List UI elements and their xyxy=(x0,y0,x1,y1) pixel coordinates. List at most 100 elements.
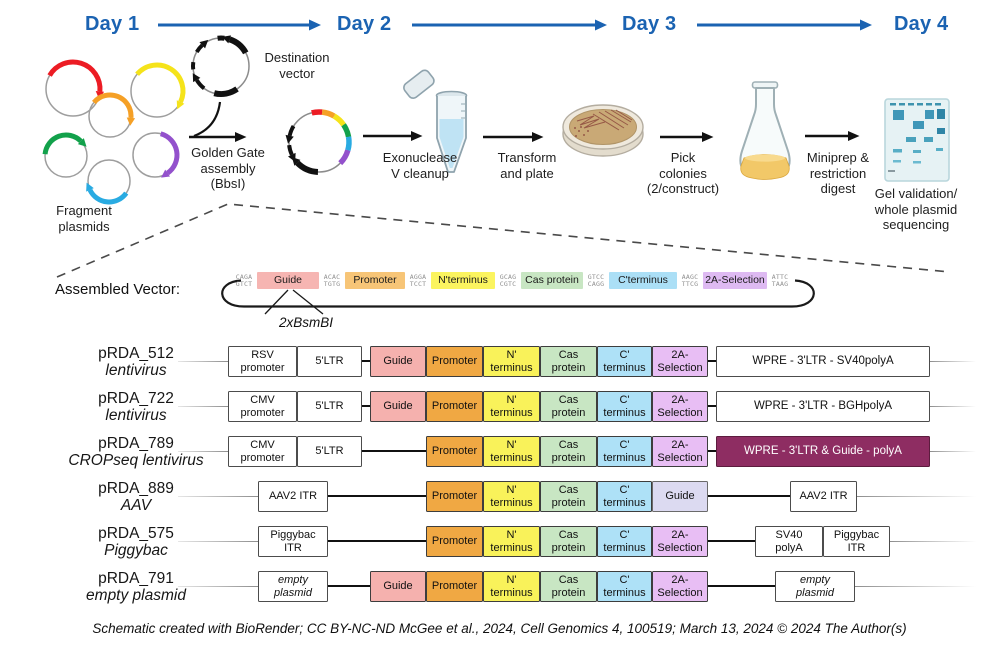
construct-element-c-terminus: C' terminus xyxy=(597,571,652,602)
construct-element-promoter: Promoter xyxy=(426,391,483,422)
construct-name: pRDA_789 xyxy=(98,435,174,452)
lead-line-right xyxy=(890,540,976,543)
construct-element-wpre-3-ltr-sv40polya: WPRE - 3'LTR - SV40polyA xyxy=(716,346,930,377)
fragment-plasmids-icon xyxy=(42,59,186,205)
construct-element-c-terminus: C' terminus xyxy=(597,346,652,377)
construct-element-c-terminus: C' terminus xyxy=(597,481,652,512)
construct-element-cmv-promoter: CMV promoter xyxy=(228,436,297,467)
construct-element-c-terminus: C' terminus xyxy=(597,391,652,422)
construct-element-guide: Guide xyxy=(652,481,708,512)
construct-subtitle: Piggybac xyxy=(104,542,168,559)
construct-element-2a-selection: 2A- Selection xyxy=(652,436,708,467)
lead-line-left xyxy=(178,585,258,588)
figure-caption: Schematic created with BioRender; CC BY-… xyxy=(92,621,907,636)
construct-name: pRDA_889 xyxy=(98,480,174,497)
vector-segment-promoter: Promoter xyxy=(345,272,405,289)
vector-backbone-loop xyxy=(221,279,815,308)
construct-element-empty-plasmid: empty plasmid xyxy=(258,571,328,602)
construct-element-cas-protein: Cas protein xyxy=(540,436,597,467)
construct-name: pRDA_791 xyxy=(98,570,174,587)
construct-element-cas-protein: Cas protein xyxy=(540,526,597,557)
construct-element-sv40-polya: SV40 polyA xyxy=(755,526,823,557)
construct-element-5-ltr: 5'LTR xyxy=(297,346,362,377)
construct-element-cas-protein: Cas protein xyxy=(540,346,597,377)
construct-subtitle: AAV xyxy=(120,497,152,514)
step-arrows xyxy=(189,131,860,142)
construct-element-promoter: Promoter xyxy=(426,571,483,602)
vector-segment-n-terminus: N'terminus xyxy=(431,272,495,289)
construct-subtitle: empty plasmid xyxy=(86,587,186,604)
vector-segment-cas-protein: Cas protein xyxy=(521,272,583,289)
construct-element-n-terminus: N' terminus xyxy=(483,346,540,377)
lead-line-right xyxy=(857,495,976,498)
construct-element-n-terminus: N' terminus xyxy=(483,526,540,557)
construct-element-c-terminus: C' terminus xyxy=(597,436,652,467)
destination-vector-label: Destination vector xyxy=(264,50,330,81)
merge-curve-arrow xyxy=(193,101,222,138)
construct-element-promoter: Promoter xyxy=(426,526,483,557)
destination-vector-icon xyxy=(191,35,250,97)
construct-element-cas-protein: Cas protein xyxy=(540,481,597,512)
lead-line-left xyxy=(178,540,258,543)
construct-element-promoter: Promoter xyxy=(426,481,483,512)
vector-segment-guide: Guide xyxy=(257,272,319,289)
construct-element-guide: Guide xyxy=(370,346,426,377)
vector-segment-c-terminus: C'terminus xyxy=(609,272,677,289)
vector-segment-2a-selection: 2A-Selection xyxy=(703,272,767,289)
construct-element-piggybac-itr: Piggybac ITR xyxy=(823,526,890,557)
lead-line-right xyxy=(930,405,976,408)
exonuclease-label: Exonuclease V cleanup xyxy=(382,150,458,181)
construct-element-piggybac-itr: Piggybac ITR xyxy=(258,526,328,557)
construct-subtitle: lentivirus xyxy=(105,362,167,379)
construct-element-promoter: Promoter xyxy=(426,346,483,377)
pick-colonies-label: Pick colonies (2/construct) xyxy=(646,150,720,196)
construct-element-2a-selection: 2A- Selection xyxy=(652,346,708,377)
gel-validation-label: Gel validation/ whole plasmid sequencing xyxy=(874,186,958,232)
construct-element-n-terminus: N' terminus xyxy=(483,391,540,422)
fragment-plasmids-label: Fragment plasmids xyxy=(56,203,112,234)
day-3-label: Day 3 xyxy=(622,13,677,35)
assembled-vector-label: Assembled Vector: xyxy=(55,281,181,298)
construct-element-2a-selection: 2A- Selection xyxy=(652,391,708,422)
dashed-callout-line xyxy=(56,203,951,278)
construct-name: pRDA_575 xyxy=(98,525,174,542)
bsmbi-pointer-lines xyxy=(264,289,324,315)
lead-line-left xyxy=(178,360,228,363)
construct-element-promoter: Promoter xyxy=(426,436,483,467)
construct-element-cas-protein: Cas protein xyxy=(540,571,597,602)
day-1-label: Day 1 xyxy=(85,13,140,35)
construct-element-2a-selection: 2A- Selection xyxy=(652,526,708,557)
construct-element-aav2-itr: AAV2 ITR xyxy=(258,481,328,512)
construct-element-guide: Guide xyxy=(370,391,426,422)
construct-name: pRDA_722 xyxy=(98,390,174,407)
construct-element-n-terminus: N' terminus xyxy=(483,436,540,467)
petri-dish-icon xyxy=(562,104,644,157)
construct-element-rsv-promoter: RSV promoter xyxy=(228,346,297,377)
lead-line-left xyxy=(178,450,228,453)
lead-line-right xyxy=(930,360,976,363)
construct-element-empty-plasmid: empty plasmid xyxy=(775,571,855,602)
lead-line-left xyxy=(178,405,228,408)
gel-icon xyxy=(884,98,950,182)
construct-element-cas-protein: Cas protein xyxy=(540,391,597,422)
construct-element-wpre-3-ltr-bghpolya: WPRE - 3'LTR - BGHpolyA xyxy=(716,391,930,422)
construct-element-n-terminus: N' terminus xyxy=(483,481,540,512)
construct-element-2a-selection: 2A- Selection xyxy=(652,571,708,602)
construct-element-5-ltr: 5'LTR xyxy=(297,436,362,467)
construct-element-n-terminus: N' terminus xyxy=(483,571,540,602)
bsmbi-site-label: 2xBsmBI xyxy=(278,315,334,330)
day-2-label: Day 2 xyxy=(337,13,392,35)
construct-element-guide: Guide xyxy=(370,571,426,602)
construct-element-wpre-3-ltr-guide-polya: WPRE - 3'LTR & Guide - polyA xyxy=(716,436,930,467)
golden-gate-label: Golden Gate assembly (BbsI) xyxy=(191,145,265,191)
